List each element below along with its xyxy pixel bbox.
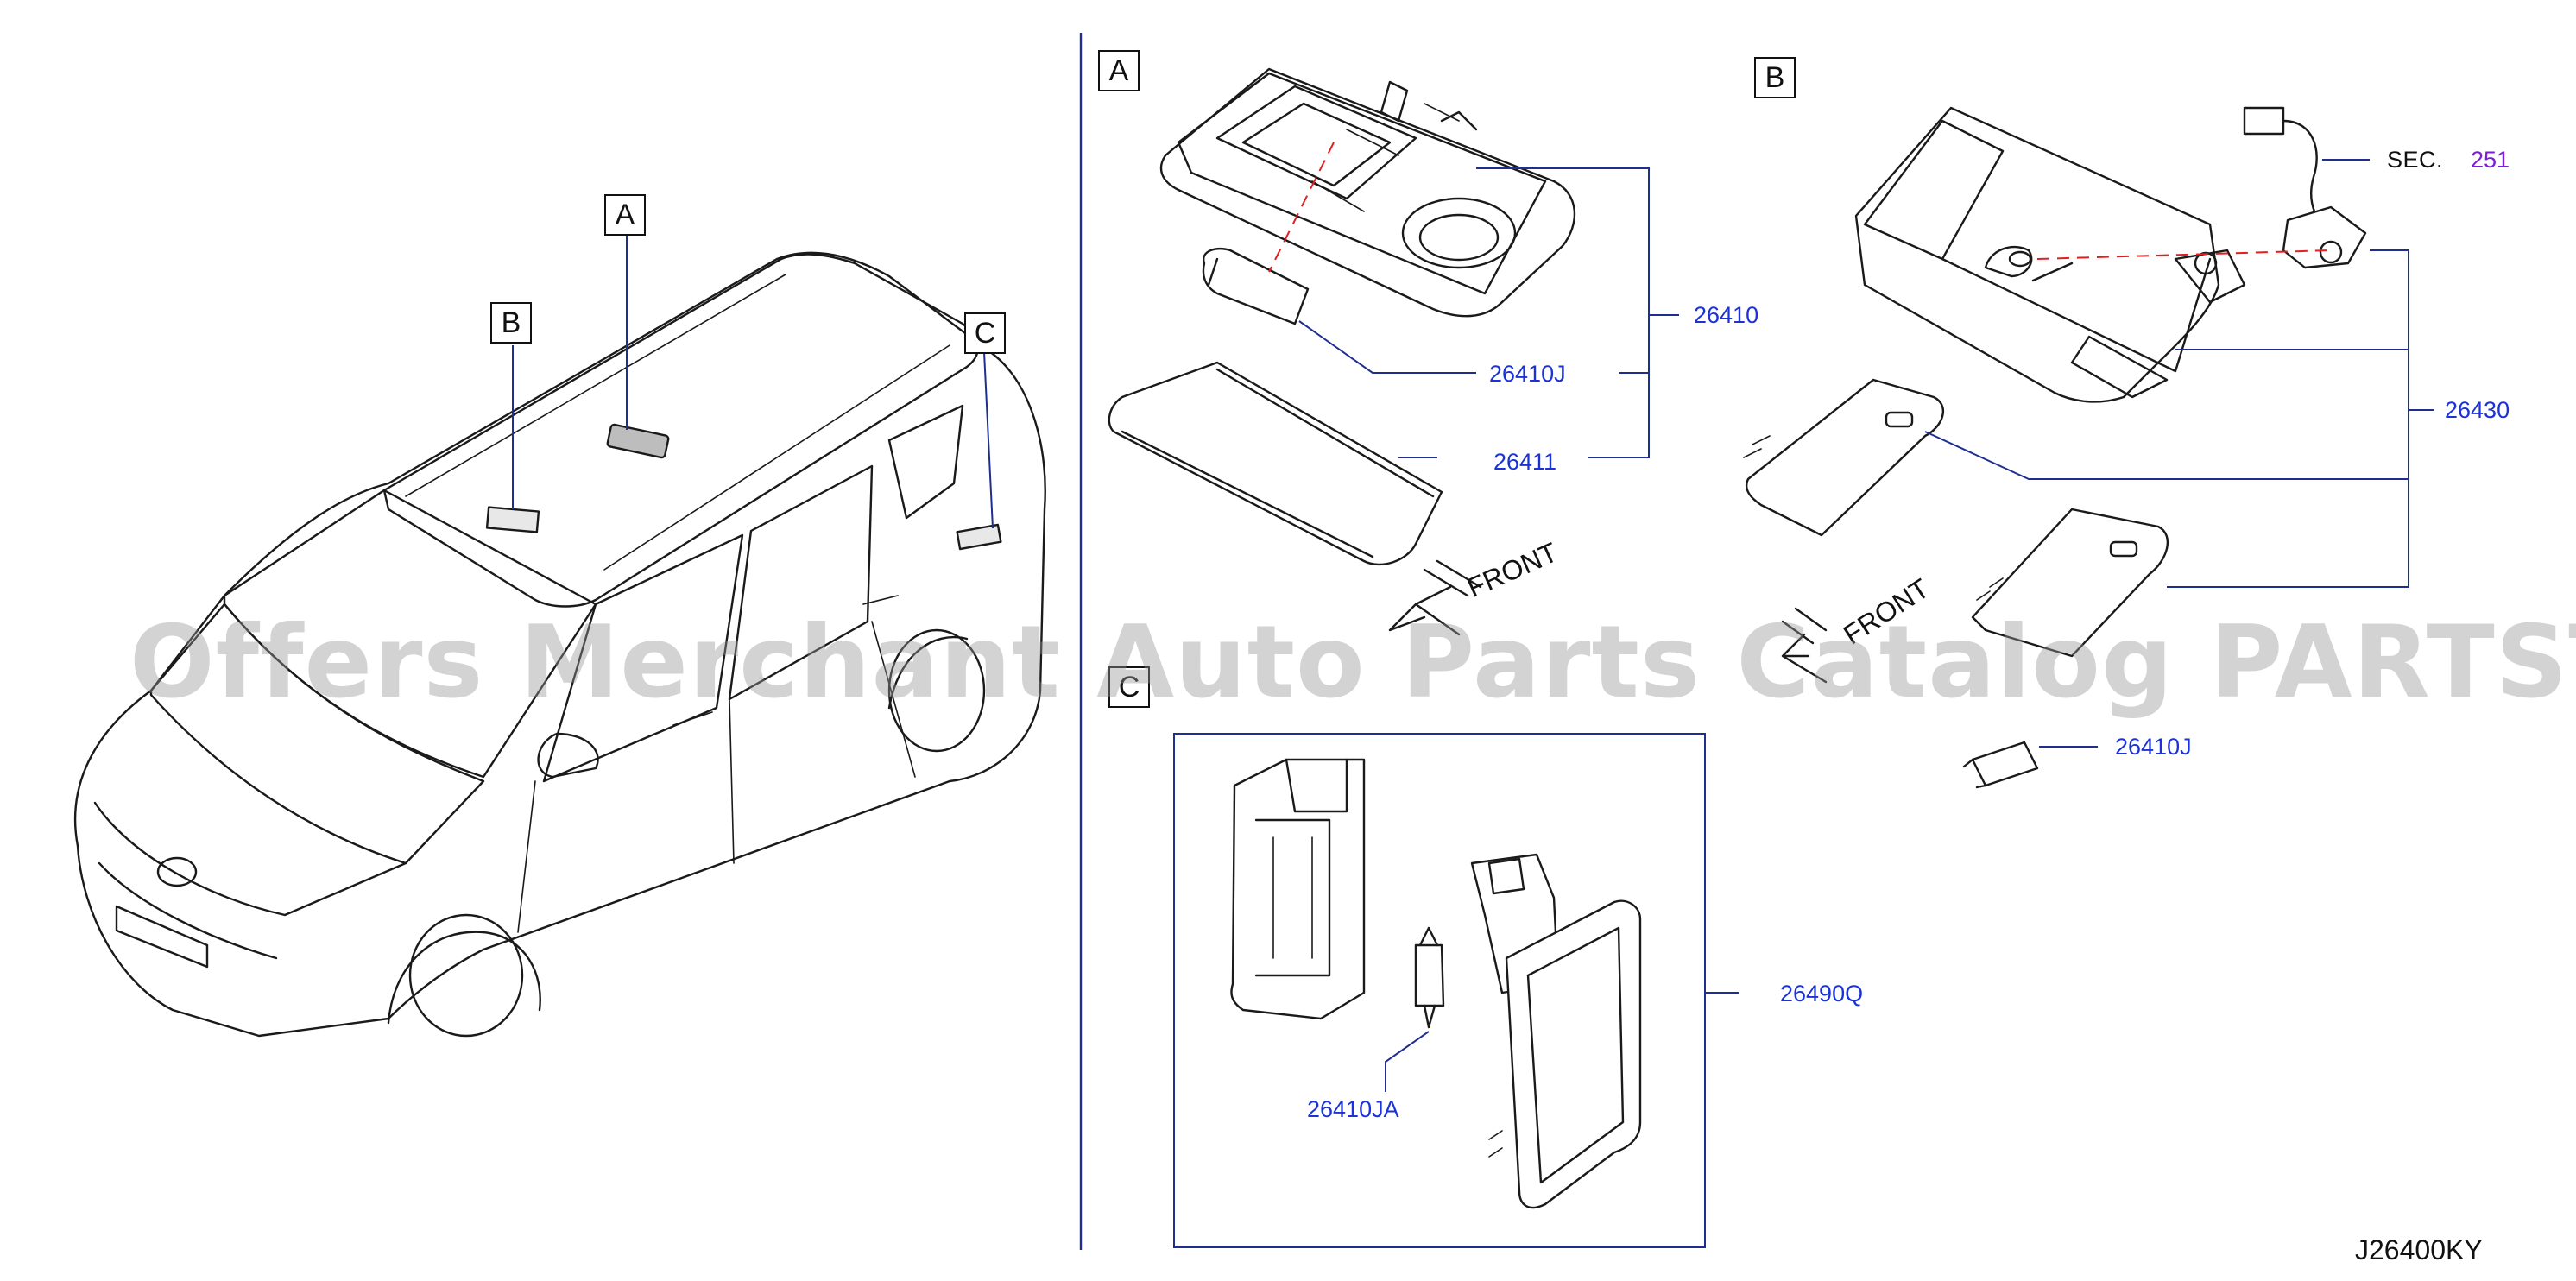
view-callout-a[interactable]: A — [604, 194, 646, 236]
part-number-26411[interactable]: 26411 — [1493, 449, 1557, 475]
view-c-assembly — [1173, 733, 1739, 1248]
view-heading-a: A — [1098, 50, 1140, 92]
part-number-26410[interactable]: 26410 — [1694, 302, 1759, 328]
vehicle-illustration — [73, 235, 1046, 1038]
section-ref-prefix: SEC. — [2387, 147, 2444, 173]
front-arrow-b — [1781, 607, 1828, 684]
drawing-code: J26400KY — [2355, 1234, 2483, 1265]
view-callout-c[interactable]: C — [964, 312, 1006, 354]
part-number-26410ja[interactable]: 26410JA — [1307, 1096, 1399, 1122]
view-a-assembly — [1108, 67, 1679, 566]
view-heading-c: C — [1108, 666, 1150, 708]
section-ref-number[interactable]: 251 — [2471, 147, 2510, 173]
part-number-26410j-view-a[interactable]: 26410J — [1489, 361, 1566, 387]
front-arrow-a — [1388, 559, 1482, 636]
view-heading-b: B — [1754, 57, 1796, 98]
part-number-26430[interactable]: 26430 — [2445, 397, 2510, 423]
watermark: Offers Merchant Auto Parts Catalog PARTS… — [129, 604, 2576, 721]
part-number-26490q[interactable]: 26490Q — [1780, 981, 1864, 1006]
view-b-assembly — [1743, 106, 2434, 789]
part-number-26410j-view-b[interactable]: 26410J — [2115, 734, 2192, 760]
view-callout-b[interactable]: B — [490, 302, 532, 344]
